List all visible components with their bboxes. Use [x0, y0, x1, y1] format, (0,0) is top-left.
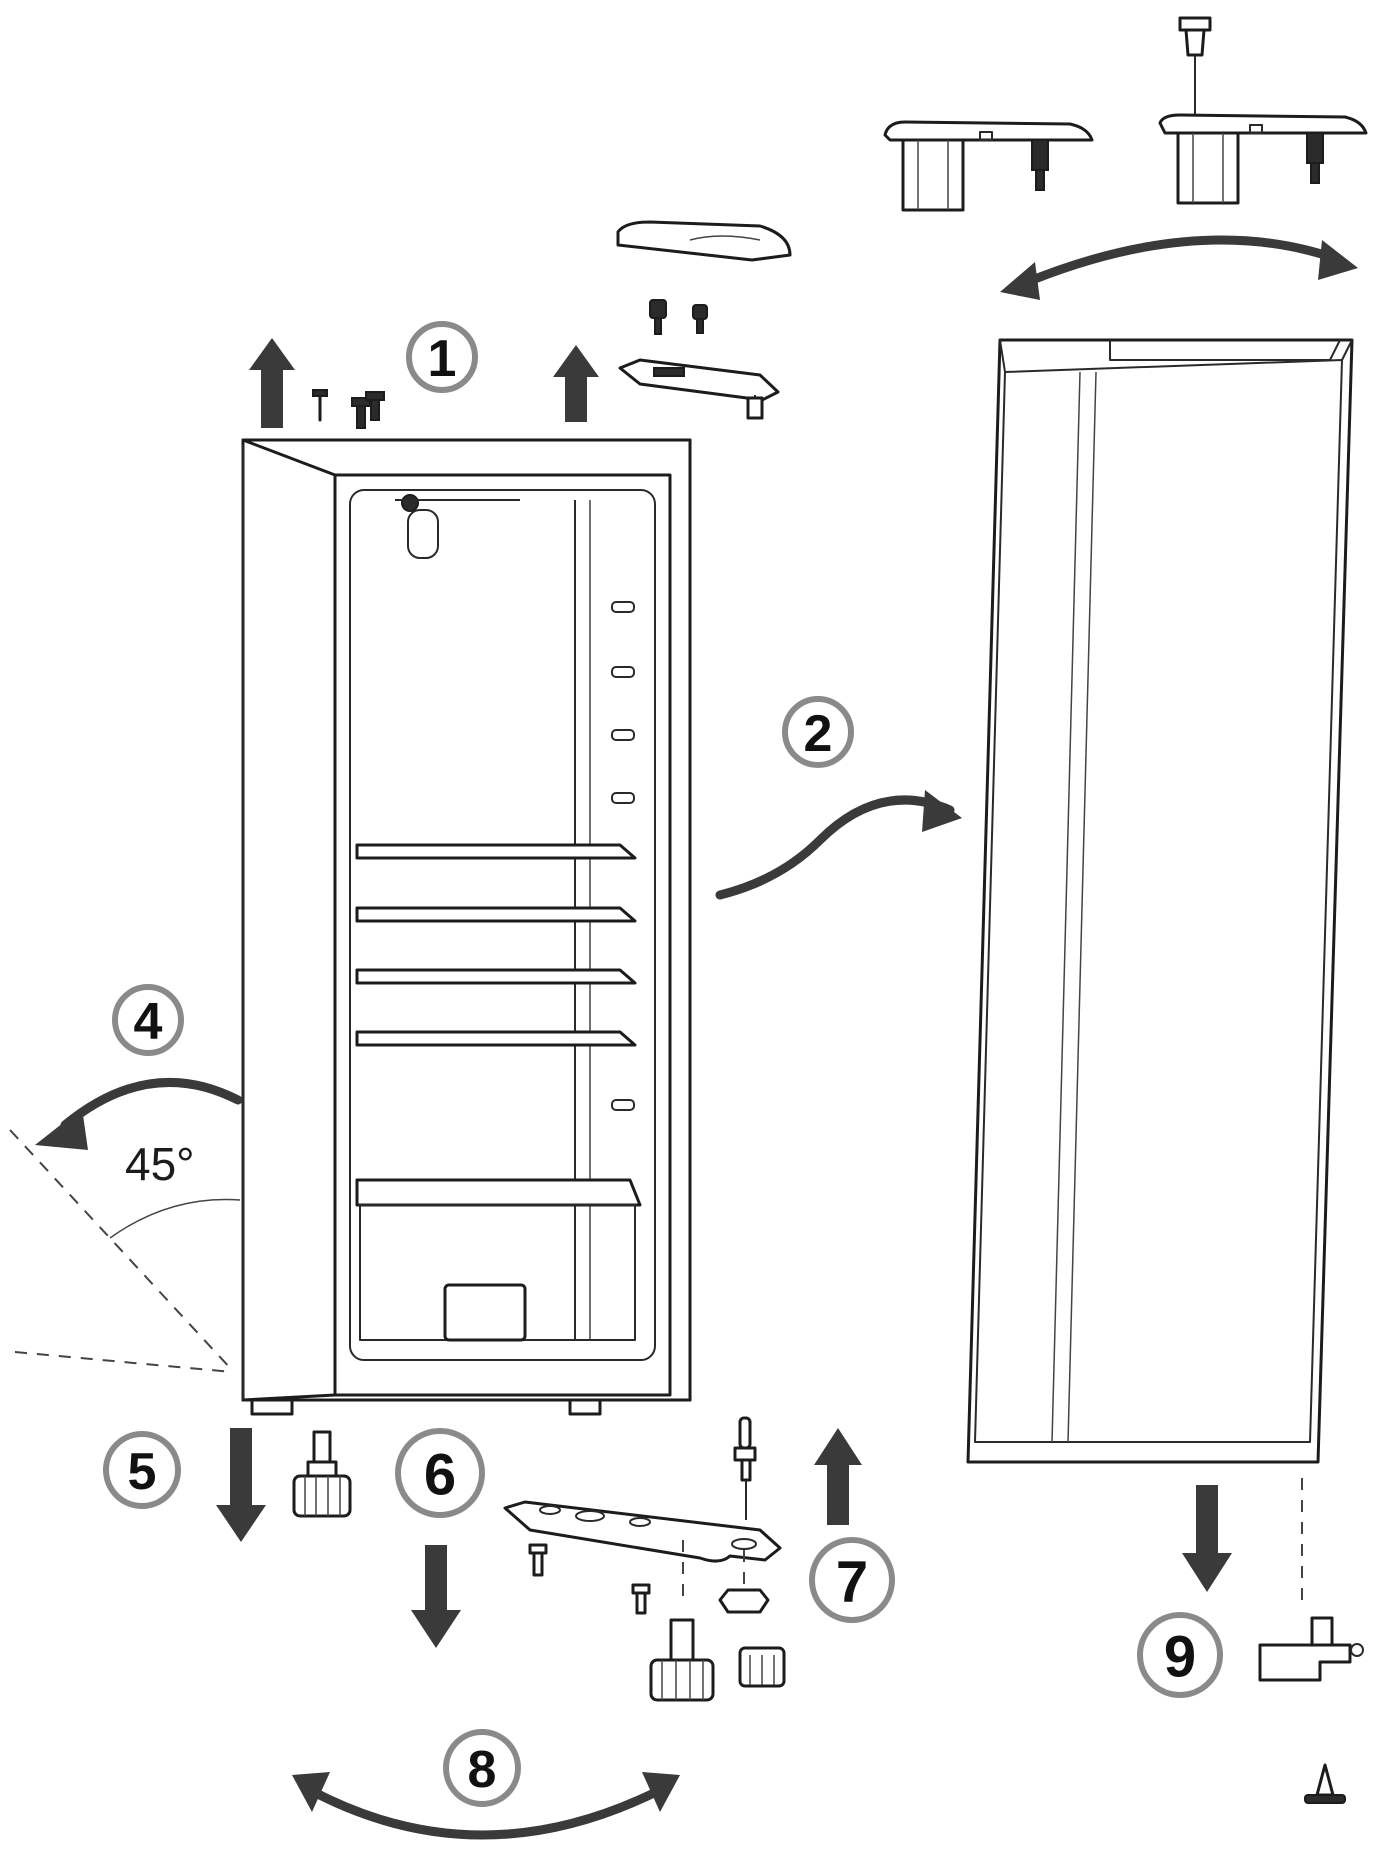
- hinge-cover-left: [883, 120, 1094, 212]
- svg-text:2: 2: [804, 705, 833, 763]
- small-foot-cap: [738, 1646, 786, 1688]
- top-hinge-cover: [616, 220, 792, 262]
- step-badge-2: 2: [782, 696, 854, 768]
- swap-arrow-bottom: [292, 1772, 680, 1840]
- svg-text:7: 7: [836, 1550, 868, 1615]
- svg-text:1: 1: [428, 330, 457, 388]
- light-icon: [401, 494, 419, 512]
- lower-arrow-6: [411, 1545, 461, 1648]
- leveling-foot-left: [292, 1430, 352, 1518]
- door-shelf-slots: [611, 601, 635, 1111]
- step-badge-9: 9: [1137, 1612, 1223, 1698]
- leveling-foot-bottom: [649, 1618, 715, 1702]
- cabinet-feet: [250, 1398, 602, 1416]
- step-badge-4: 4: [112, 984, 184, 1056]
- svg-text:4: 4: [134, 993, 163, 1051]
- bottom-hinge-bracket: [503, 1500, 782, 1600]
- step-badge-8: 8: [443, 1729, 521, 1807]
- svg-text:9: 9: [1164, 1625, 1196, 1690]
- svg-text:5: 5: [128, 1443, 157, 1501]
- crisper-drawer: [355, 1178, 642, 1342]
- step-badge-1: 1: [406, 321, 478, 393]
- hinge-cover-right: [1158, 113, 1368, 205]
- top-hinge-bracket: [618, 358, 780, 420]
- hinge-pin: [733, 1416, 757, 1520]
- tilt-angle-label: 45°: [125, 1138, 195, 1190]
- swap-arrow-top: [1000, 235, 1358, 300]
- fridge-door: [966, 338, 1354, 1464]
- thermostat-knob: [407, 509, 439, 559]
- top-hinge-hole-plug: [1178, 16, 1212, 120]
- door-pin-small: [1304, 1763, 1346, 1804]
- hinge-screws-bottom: [528, 1543, 651, 1615]
- lower-arrow-9: [1182, 1485, 1232, 1592]
- lift-arrow-7: [814, 1428, 862, 1525]
- top-cover-screws: [312, 389, 385, 429]
- fridge-shelf-4: [355, 1030, 637, 1047]
- hinge-screws: [649, 299, 708, 335]
- door-stop-part: [1258, 1616, 1364, 1682]
- hinge-nut: [718, 1588, 770, 1614]
- fridge-interior: [355, 494, 642, 1342]
- remove-door-arrow: [715, 790, 962, 900]
- lower-arrow-5: [216, 1428, 266, 1542]
- fridge-shelf-3: [355, 968, 637, 985]
- step-badge-5: 5: [103, 1431, 181, 1509]
- tilt-indicator: 45°: [9, 1077, 243, 1373]
- step-badge-6: 6: [395, 1428, 485, 1518]
- fridge-shelf-1: [355, 843, 637, 860]
- step-badge-7: 7: [809, 1537, 895, 1623]
- svg-text:6: 6: [424, 1443, 456, 1508]
- lift-arrow-right: [553, 345, 599, 422]
- lift-arrow-left: [249, 338, 295, 428]
- svg-text:8: 8: [468, 1741, 497, 1799]
- fridge-shelf-2: [355, 906, 637, 923]
